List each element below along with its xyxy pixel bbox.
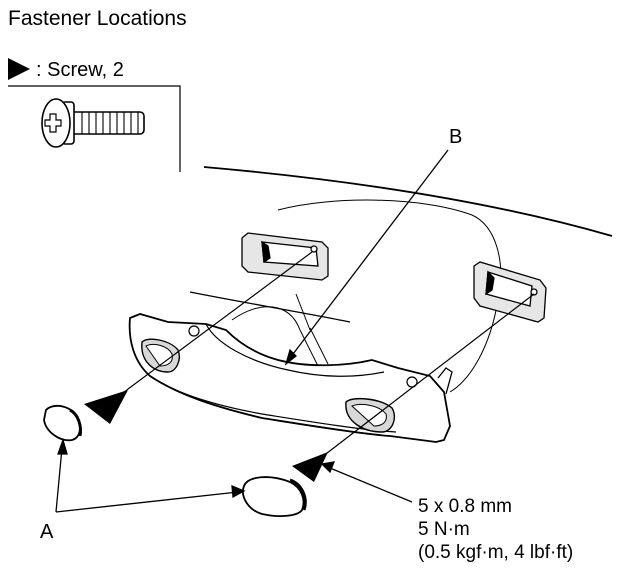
screw-size-spec: 5 x 0.8 mm [418, 496, 512, 517]
cover-cap-a-left [43, 404, 82, 442]
screw-axis-right [317, 293, 535, 461]
torque-spec-nm: 5 N·m [418, 519, 470, 540]
leader-lines [55, 149, 449, 513]
legend-screw-marker-icon [8, 58, 30, 80]
legend-screw-label: : Screw, 2 [36, 59, 124, 81]
mounting-bracket-right [473, 261, 547, 323]
torque-spec-alt: (0.5 kgf·m, 4 lbf·ft) [418, 542, 574, 563]
callout-label-a: A [40, 521, 54, 543]
housing-outline [277, 199, 502, 393]
grab-handle [128, 313, 453, 443]
mounting-bracket-left [241, 232, 329, 281]
page-title: Fastener Locations [8, 7, 187, 30]
screw-icon [41, 98, 145, 148]
screw-pointer-left-icon [84, 390, 128, 424]
screw-detail-box [8, 85, 181, 172]
callout-label-b: B [449, 126, 463, 148]
inner-linkage [231, 293, 329, 367]
cover-cap-a-right [242, 476, 307, 517]
screw-axis-left [115, 251, 313, 399]
